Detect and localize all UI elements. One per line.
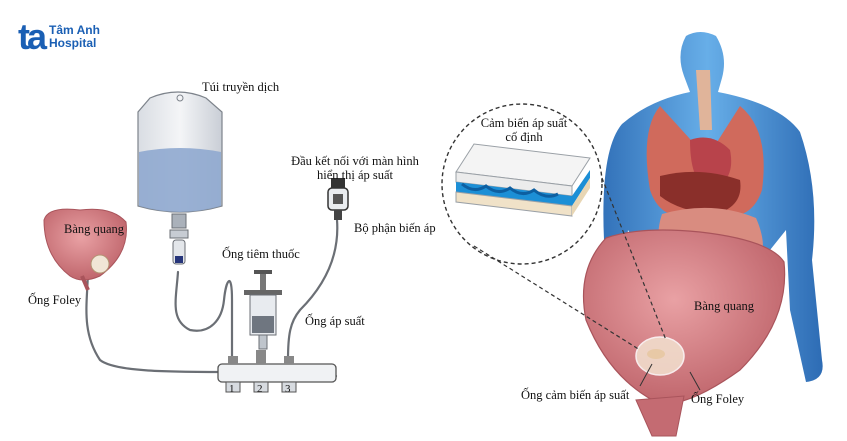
label-connector-line-2: hiển thị áp suất: [316, 168, 394, 182]
bladder-right: [582, 229, 786, 437]
label-iv-bag: Túi truyền dịch: [202, 80, 280, 94]
label-bladder-right: Bàng quang: [694, 299, 755, 313]
logo-line-1: Tâm Anh: [49, 23, 100, 37]
label-port-1: 1: [229, 383, 235, 395]
iv-bag: [137, 91, 223, 265]
brand-logo: ta Tâm Anh Hospital: [18, 16, 100, 57]
transducer: [327, 178, 349, 220]
syringe: [244, 270, 282, 350]
label-sensor-line-2: cố định: [505, 130, 543, 144]
logo-mark: ta: [18, 16, 47, 57]
label-port-2: 2: [257, 383, 263, 395]
logo-line-2: Hospital: [49, 36, 97, 50]
pressure-sensor: [455, 143, 591, 217]
bladder-left: [43, 208, 127, 291]
manifold: [217, 350, 337, 393]
label-bladder-left: Bàng quang: [64, 222, 125, 236]
label-connector: Đầu kết nối với màn hình hiển thị áp suấ…: [282, 154, 428, 182]
label-foley-right: Ống Foley: [691, 392, 745, 406]
label-syringe: Ống tiêm thuốc: [222, 247, 300, 261]
leader-lines: [639, 363, 701, 391]
logo-wordmark: Tâm Anh Hospital: [49, 24, 100, 50]
label-sensor: Cảm biến áp suất cố định: [468, 116, 580, 144]
label-port-3: 3: [285, 383, 291, 395]
label-connector-line-1: Đầu kết nối với màn hình: [291, 154, 419, 168]
label-sensor-line-1: Cảm biến áp suất: [480, 116, 568, 130]
label-foley-left: Ống Foley: [28, 293, 82, 307]
label-sensor-tube: Ống cảm biến áp suất: [521, 388, 630, 402]
label-pressure-tube: Ống áp suất: [305, 314, 365, 328]
label-transducer: Bộ phận biến áp: [354, 221, 436, 235]
